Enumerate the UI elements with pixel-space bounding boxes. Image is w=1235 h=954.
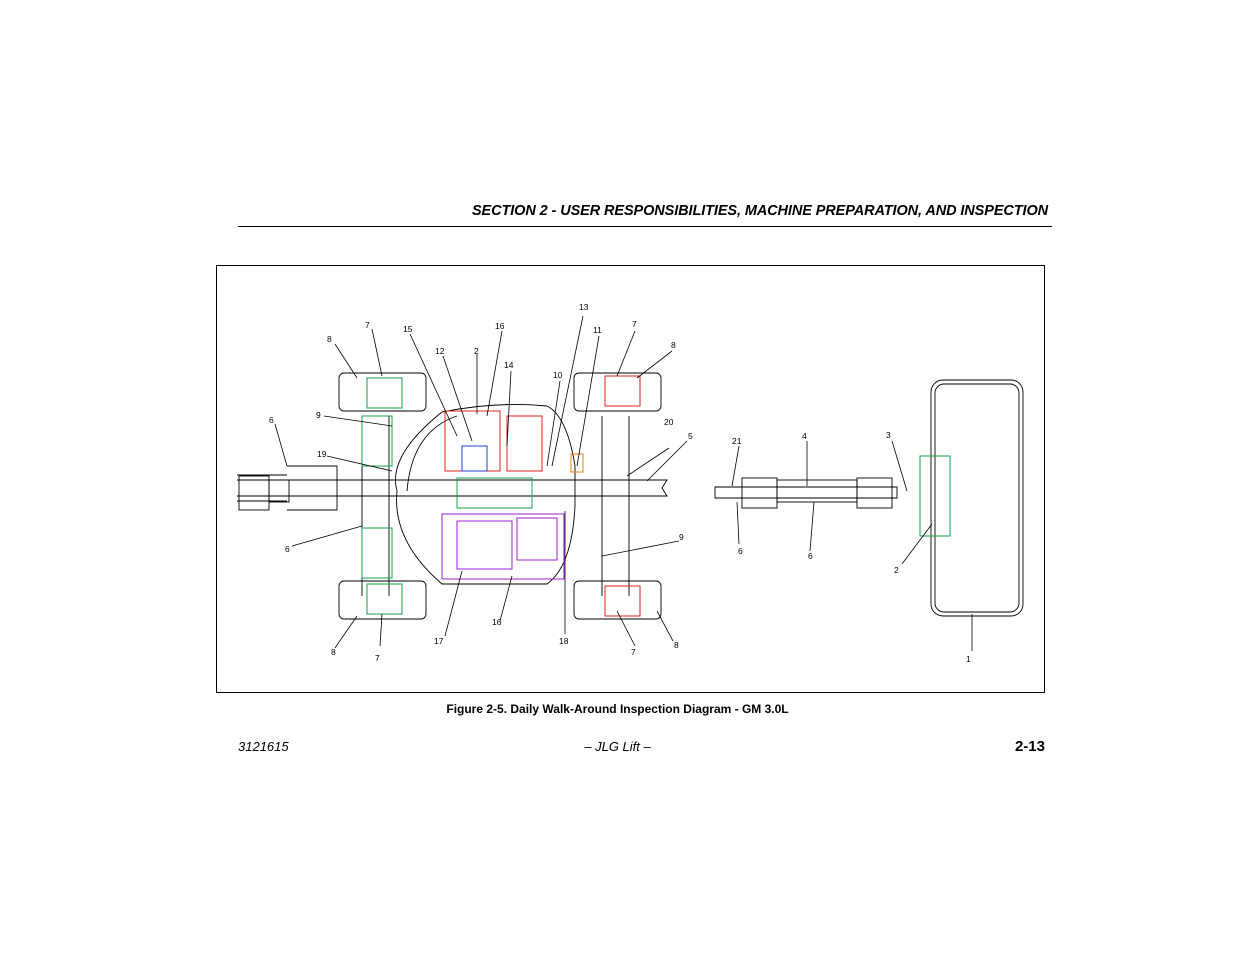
callout-12: 10 [553,370,563,380]
callout-11: 8 [671,340,676,350]
callout-31: 7 [631,647,636,657]
callout-3: 15 [403,324,413,334]
callout-10: 7 [632,319,637,329]
callout-8: 13 [579,302,589,312]
callout-28: 17 [434,636,444,646]
callout-14: 6 [269,415,274,425]
footer-brand: – JLG Lift – [584,739,651,754]
callout-7: 14 [504,360,514,370]
callout-19: 4 [802,431,807,441]
callout-9: 11 [593,325,602,335]
callout-5: 2 [474,346,479,356]
callout-4: 12 [435,346,445,356]
callout-16: 20 [664,417,674,427]
callout-23: 6 [738,546,743,556]
callout-18: 21 [732,436,742,446]
callout-2: 7 [365,320,370,330]
callout-6: 16 [495,321,505,331]
callout-26: 8 [331,647,336,657]
callout-27: 7 [375,653,380,663]
doc-number: 3121615 [238,739,289,754]
callout-29: 16 [492,617,502,627]
callout-32: 8 [674,640,679,650]
callout-15: 19 [317,449,327,459]
section-title: SECTION 2 - USER RESPONSIBILITIES, MACHI… [471,203,1048,219]
callout-17: 5 [688,431,693,441]
header-rule [238,226,1052,227]
callout-1: 8 [327,334,332,344]
figure-caption: Figure 2-5. Daily Walk-Around Inspection… [446,702,789,716]
callout-21: 6 [285,544,290,554]
callout-20: 3 [886,430,891,440]
callout-25: 2 [894,565,899,575]
page-number: 2-13 [1014,738,1045,755]
callout-24: 6 [808,551,813,561]
callout-13: 9 [316,410,321,420]
callout-30: 18 [559,636,569,646]
callout-33: 1 [966,654,971,664]
callout-22: 9 [679,532,684,542]
